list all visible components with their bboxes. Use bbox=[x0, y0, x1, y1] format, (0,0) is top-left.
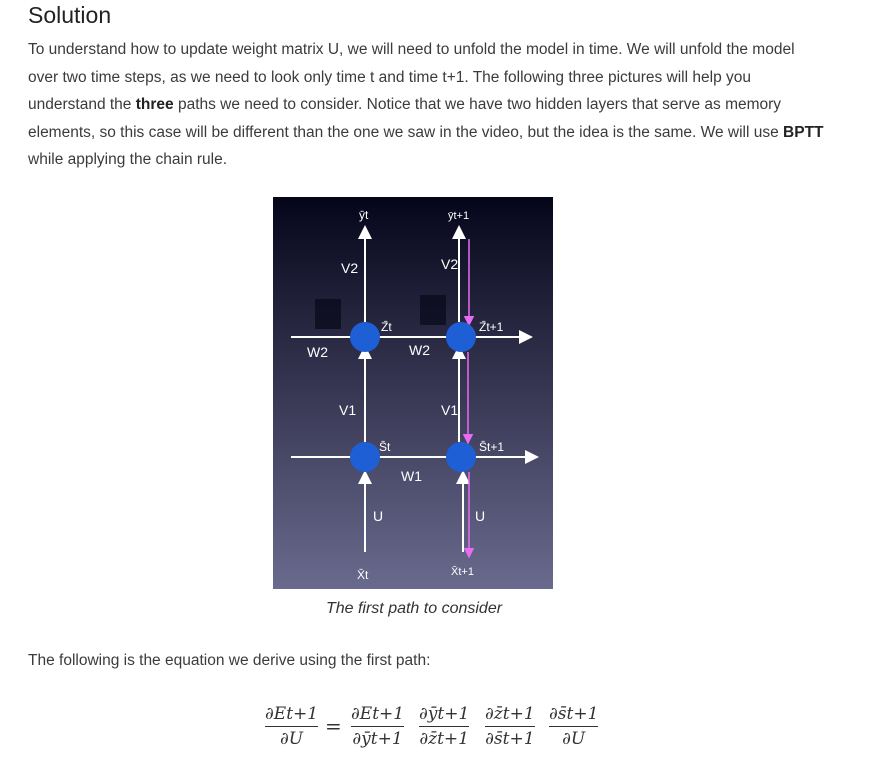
rnn-unfolded-diagram: ȳt ȳt+1 V2 V2 Z̄t Z̄t+1 W2 W2 V1 V1 S̄t … bbox=[273, 197, 553, 589]
label-v2-right: V2 bbox=[441, 256, 458, 272]
node-s-t1 bbox=[446, 442, 476, 472]
term-4: ∂s̄t+1 ∂U bbox=[549, 704, 599, 749]
diagram-caption: The first path to consider bbox=[325, 600, 503, 617]
node-z-t1 bbox=[446, 322, 476, 352]
term-1-numerator: ∂Et+1 bbox=[351, 704, 405, 724]
intro-paragraph: To understand how to update weight matri… bbox=[28, 36, 828, 174]
label-z-t1: Z̄t+1 bbox=[479, 320, 504, 334]
label-x-t: X̄t bbox=[357, 568, 369, 582]
label-w2-mid: W2 bbox=[409, 342, 430, 358]
term-3-numerator: ∂z̄t+1 bbox=[485, 704, 535, 724]
term-1-denominator: ∂ȳt+1 bbox=[352, 729, 403, 749]
label-u-right: U bbox=[475, 508, 485, 524]
equation-lead: The following is the equation we derive … bbox=[28, 652, 431, 669]
equals-sign: = bbox=[325, 714, 342, 738]
label-v2-left: V2 bbox=[341, 260, 358, 276]
node-s-t bbox=[350, 442, 380, 472]
label-v1-left: V1 bbox=[339, 402, 356, 418]
intro-text-2: paths we need to consider. Notice that w… bbox=[28, 96, 784, 141]
intro-text-1: To understand how to update weight matri… bbox=[28, 41, 795, 113]
term-2: ∂ȳt+1 ∂z̄t+1 bbox=[419, 704, 470, 749]
label-y-t1: ȳt+1 bbox=[448, 210, 469, 222]
diagram-background bbox=[273, 197, 553, 589]
label-s-t1: S̄t+1 bbox=[479, 440, 504, 454]
chain-rule-equation: ∂Et+1 ∂U = ∂Et+1 ∂ȳt+1 ∂ȳt+1 ∂z̄t+1 ∂z̄t… bbox=[265, 700, 599, 770]
intro-text-3: while applying the chain rule. bbox=[28, 151, 228, 168]
label-w2-left: W2 bbox=[307, 344, 328, 360]
lhs-numerator: ∂Et+1 bbox=[265, 704, 319, 724]
label-x-t1: X̄t+1 bbox=[451, 565, 474, 578]
term-3: ∂z̄t+1 ∂s̄t+1 bbox=[485, 704, 535, 749]
node-z-t bbox=[350, 322, 380, 352]
term-2-denominator: ∂z̄t+1 bbox=[419, 729, 469, 749]
term-1: ∂Et+1 ∂ȳt+1 bbox=[351, 704, 405, 749]
intro-bold-bptt: BPTT bbox=[783, 123, 824, 141]
label-u-left: U bbox=[373, 508, 383, 524]
label-y-t: ȳt bbox=[359, 208, 369, 222]
lhs-fraction: ∂Et+1 ∂U bbox=[265, 704, 319, 749]
term-3-denominator: ∂s̄t+1 bbox=[485, 729, 535, 749]
label-w1: W1 bbox=[401, 468, 422, 484]
term-2-numerator: ∂ȳt+1 bbox=[419, 704, 470, 724]
term-4-denominator: ∂U bbox=[562, 729, 586, 749]
memory-box-left bbox=[315, 299, 341, 329]
memory-box-right bbox=[420, 295, 446, 325]
term-4-numerator: ∂s̄t+1 bbox=[549, 704, 599, 724]
intro-bold-three: three bbox=[135, 96, 174, 113]
label-v1-right: V1 bbox=[441, 402, 458, 418]
lhs-denominator: ∂U bbox=[279, 729, 304, 749]
label-z-t: Z̄t bbox=[381, 320, 392, 334]
label-s-t: S̄t bbox=[379, 440, 391, 454]
section-heading: Solution bbox=[28, 2, 112, 28]
